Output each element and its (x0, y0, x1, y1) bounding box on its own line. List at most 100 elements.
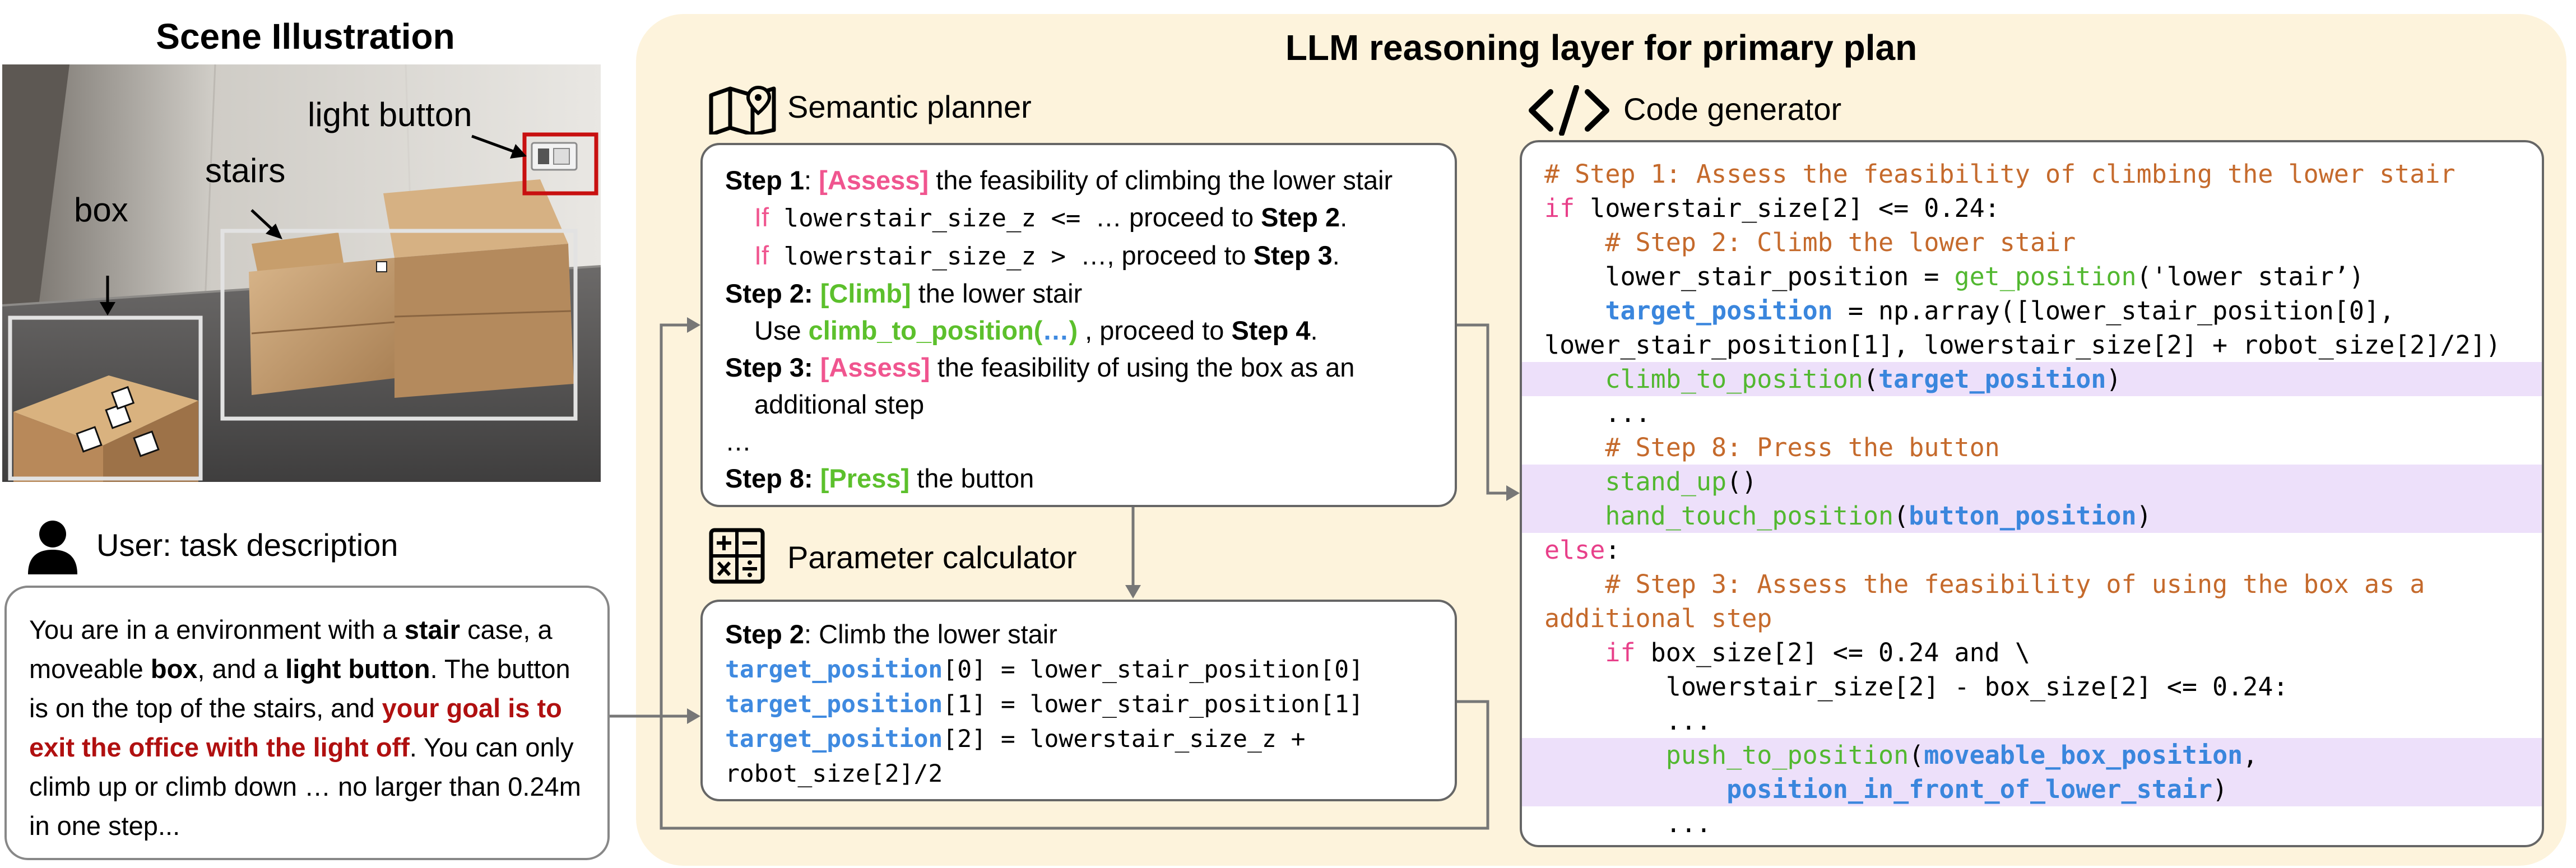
param-line: target_position[0] = lower_stair_positio… (725, 656, 1364, 684)
code-line: target_position = np.array([lower_stair_… (1522, 294, 2542, 328)
code-token: ) (2136, 501, 2152, 531)
code-token: ) (2212, 774, 2228, 804)
task-keyword-stair: stair (404, 615, 461, 644)
llm-panel-title: LLM reasoning layer for primary plan (1285, 27, 1918, 68)
code-token: ('lower stair’) (2136, 262, 2364, 291)
moveable-box-front (13, 412, 103, 482)
user-icon (28, 521, 77, 574)
code-line: # Step 1: Assess the feasibility of clim… (1522, 157, 2542, 191)
planner-if-1: If lowerstair_size_z <= … proceed to Ste… (754, 202, 1348, 233)
scene-illustration (2, 64, 601, 482)
code-line: else: (1522, 533, 2542, 567)
code-token: = np.array([lower_stair_position[0], (1832, 296, 2395, 326)
code-token (1544, 364, 1605, 394)
code-token: , (2243, 740, 2258, 770)
code-token (1544, 296, 1605, 326)
code-token: # Step 3: Assess the feasibility of usin… (1605, 569, 2425, 599)
code-token: push_to_position (1665, 740, 1909, 770)
task-text: . You can only climb up or climb down … … (29, 732, 581, 841)
code-token (1544, 228, 1605, 257)
code-token: target_position (1878, 364, 2106, 394)
planner-step-1: Step 1: [Assess] the feasibility of clim… (725, 165, 1393, 195)
label-light-button: light button (308, 96, 472, 133)
marker-tag-icon (105, 402, 132, 429)
box-highlight-box (8, 315, 203, 481)
button-highlight-box (522, 132, 598, 196)
code-generator-title: Code generator (1623, 91, 1842, 127)
marker-tag-icon (110, 386, 135, 410)
task-description-box: You are in a environment with a stair ca… (4, 586, 610, 860)
planner-use: Use climb_to_position(…) , proceed to St… (754, 315, 1318, 345)
task-text: . The button is on the top of the stairs… (29, 654, 570, 723)
code-line: # Step 8: Press the button (1522, 430, 2542, 465)
code-generator-box: # Step 1: Assess the feasibility of clim… (1520, 140, 2544, 847)
param-line: robot_size[2]/2 (725, 760, 943, 788)
task-text: You are in a environment with a (29, 615, 405, 644)
code-line: additional step (1522, 601, 2542, 635)
code-token (1544, 638, 1605, 667)
planner-ellipsis: … (725, 426, 751, 456)
code-token: () (1726, 467, 1757, 496)
code-token: get_position (1954, 262, 2137, 291)
planner-step-3: Step 3: [Assess] the feasibility of usin… (725, 352, 1355, 382)
code-token: # Step 8: Press the button (1605, 433, 2000, 462)
code-token: stand_up (1605, 467, 1727, 496)
param-heading: Step 2: Climb the lower stair (725, 619, 1057, 649)
semantic-planner-title: Semantic planner (787, 89, 1032, 124)
code-token: ... (1544, 809, 1712, 838)
code-line: # Step 3: Assess the feasibility of usin… (1522, 567, 2542, 601)
code-token: lower_stair_position[1], lowerstair_size… (1544, 330, 2501, 360)
code-line-highlighted: push_to_position(moveable_box_position, (1522, 738, 2542, 772)
code-line: ... (1522, 396, 2542, 430)
code-line: # Step 2: Climb the lower stair (1522, 225, 2542, 259)
user-title: User: task description (96, 527, 398, 563)
code-token (1544, 569, 1605, 599)
code-token: lower_stair_position = (1544, 262, 1955, 291)
parameter-calculator-box: Step 2: Climb the lower stair target_pos… (700, 600, 1457, 801)
code-line-highlighted: stand_up() (1522, 465, 2542, 499)
code-line: ... (1522, 806, 2542, 841)
code-line: lowerstair_size[2] - box_size[2] <= 0.24… (1522, 670, 2542, 704)
task-text: case, a moveable (29, 615, 553, 684)
arrow-head-icon (266, 224, 282, 239)
code-token: # Step 2: Climb the lower stair (1605, 228, 2076, 257)
code-line: if box_size[2] <= 0.24 and \ (1522, 635, 2542, 670)
stair-upper (394, 244, 574, 398)
code-token: : (1605, 535, 1621, 565)
map-pin-icon (709, 85, 776, 134)
parameter-calculator-title: Parameter calculator (787, 540, 1077, 575)
label-box: box (74, 191, 128, 229)
param-line: target_position[2] = lowerstair_size_z + (725, 725, 1306, 753)
code-token: ... (1544, 706, 1712, 736)
code-line: lower_stair_position = get_position('low… (1522, 259, 2542, 294)
task-keyword-box: box (150, 654, 198, 684)
arrow-head-icon (100, 302, 115, 315)
arrow-head-icon (510, 144, 527, 159)
stair-lower (249, 258, 394, 395)
code-token: climb_to_position (1605, 364, 1863, 394)
code-line-highlighted: position_in_front_of_lower_stair) (1522, 772, 2542, 806)
param-line: target_position[1] = lower_stair_positio… (725, 690, 1364, 718)
marker-tag-icon (76, 426, 103, 453)
code-line: ... (1522, 704, 2542, 738)
code-token: lowerstair_size[2] - box_size[2] <= 0.24… (1544, 672, 2289, 702)
scene-title: Scene Illustration (156, 16, 455, 57)
code-line: lower_stair_position[1], lowerstair_size… (1522, 328, 2542, 362)
stairs-highlight-box (220, 229, 578, 421)
task-keyword-light-button: light button (285, 654, 430, 684)
code-token (1544, 774, 1726, 804)
code-token: ( (1909, 740, 1924, 770)
planner-step-3-cont: additional step (754, 389, 925, 419)
code-token (1544, 501, 1605, 531)
calculator-icon (709, 528, 765, 584)
code-token: moveable_box_position (1924, 740, 2243, 770)
semantic-planner-box: Step 1: [Assess] the feasibility of clim… (700, 143, 1457, 507)
code-token: box_size[2] <= 0.24 and \ (1635, 638, 2030, 667)
code-token (1544, 433, 1605, 462)
code-token: ) (2106, 364, 2122, 394)
code-token: lowerstair_size[2] <= 0.24: (1575, 193, 2000, 223)
code-token (1544, 740, 1666, 770)
marker-tag-icon (133, 430, 160, 457)
planner-step-2: Step 2: [Climb] the lower stair (725, 278, 1083, 308)
planner-step-8: Step 8: [Press] the button (725, 463, 1034, 493)
